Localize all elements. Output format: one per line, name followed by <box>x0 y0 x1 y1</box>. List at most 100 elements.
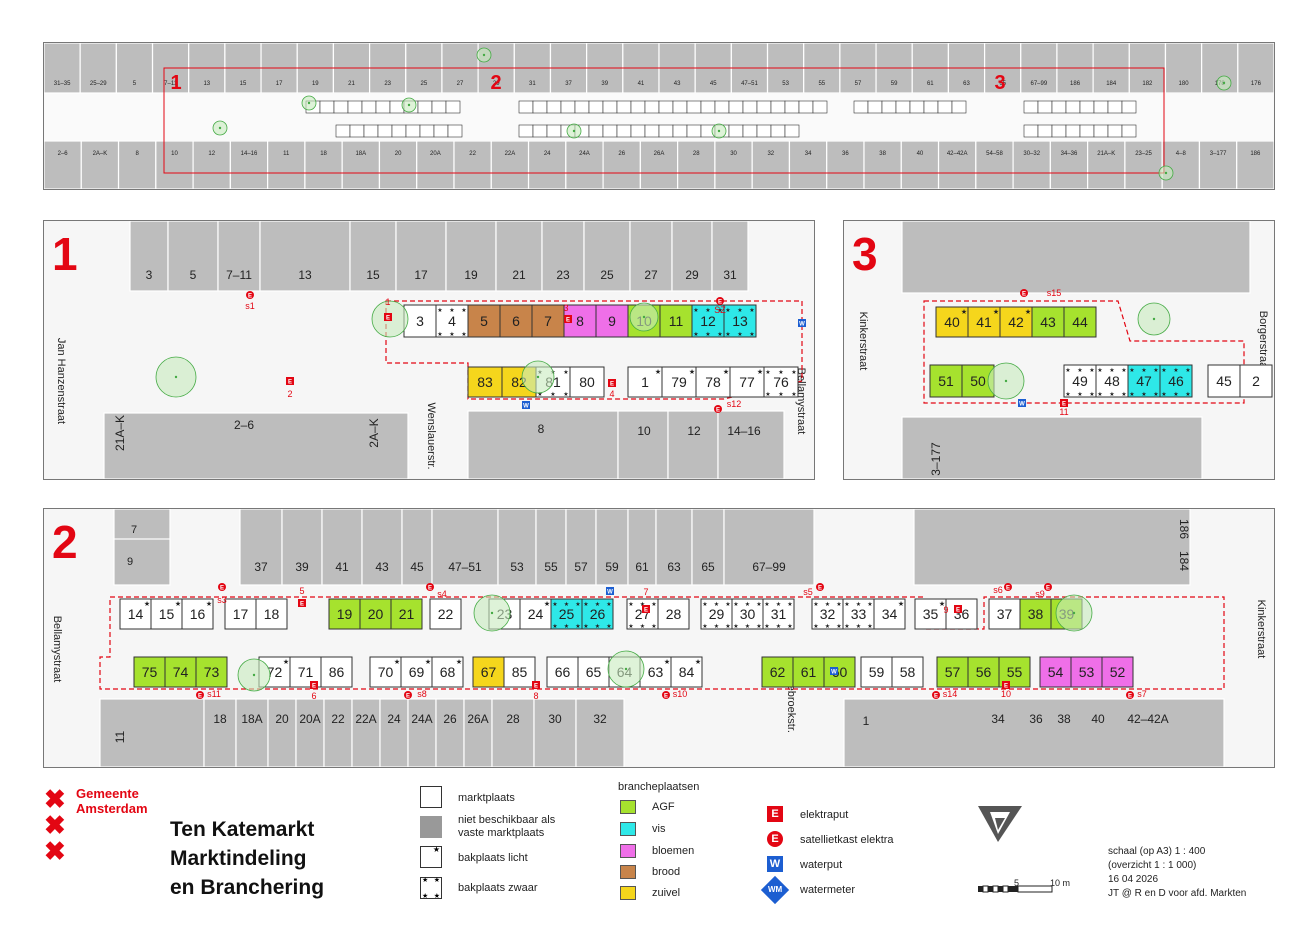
overview-stall <box>1079 100 1095 114</box>
elektraput-label: elektraput <box>800 809 849 821</box>
stall-number: 55 <box>1007 664 1023 680</box>
building <box>467 410 619 479</box>
overview-stall <box>756 124 772 138</box>
star-icon: ★ <box>993 308 999 316</box>
stall-number: 75 <box>142 664 158 680</box>
star-icon: ★ <box>825 601 830 608</box>
star-icon: ★ <box>702 623 707 630</box>
building-number: 21A–K <box>113 415 127 451</box>
building-number: 19 <box>464 268 478 282</box>
building-number: 59 <box>891 81 898 87</box>
star-icon: ★ <box>764 623 769 630</box>
building-number: 31–35 <box>54 81 71 87</box>
stall-number: 57 <box>945 664 961 680</box>
marker-label: s12 <box>727 399 742 409</box>
panel-3-label: 3 <box>852 228 878 280</box>
building <box>535 509 567 586</box>
building-number: 15 <box>366 268 380 282</box>
building-number: 9 <box>127 556 133 568</box>
marker-label: 9 <box>943 605 948 615</box>
building-number: 41 <box>335 560 349 574</box>
overview-stall <box>658 124 674 138</box>
satellietkast-icon <box>662 691 670 699</box>
marker-label: s8 <box>417 689 427 699</box>
stall-number: 38 <box>1028 606 1044 622</box>
org-name-line2: Amsterdam <box>76 801 148 816</box>
branche-zuivel-swatch <box>620 886 636 900</box>
icon-letter: E <box>956 608 960 614</box>
market-stall <box>119 598 152 630</box>
star-icon: ★ <box>787 623 792 630</box>
building-number: 22A <box>505 151 516 157</box>
stall-number: 24 <box>528 606 544 622</box>
building <box>490 140 530 189</box>
legend-marktplaats-swatch <box>420 786 442 808</box>
building <box>267 698 297 767</box>
market-stall <box>429 598 462 630</box>
tree-center <box>252 673 256 677</box>
overview-stall <box>812 100 828 114</box>
marker-label: s6 <box>993 585 1003 595</box>
stall-number: 47 <box>1136 373 1152 389</box>
stall-number: 76 <box>773 374 789 390</box>
stall-number: 4 <box>448 313 456 329</box>
building-number: 23–25 <box>1135 151 1152 157</box>
icon-letter: E <box>406 694 410 700</box>
stall-number: 33 <box>851 606 867 622</box>
waterput-icon <box>830 667 838 675</box>
star-icon: ★ <box>856 601 861 608</box>
building-number: 5 <box>190 268 197 282</box>
building-number: 26 <box>443 712 457 726</box>
market-stall <box>763 366 799 398</box>
star-icon: ★ <box>844 601 849 608</box>
street-name: Kinkerstraat <box>857 312 869 371</box>
star-icon: ★ <box>640 601 645 608</box>
cross-icon: ✖ <box>44 810 66 840</box>
star-icon: ★ <box>1161 391 1166 398</box>
star-icon: ★ <box>756 623 761 630</box>
building-number: 29 <box>685 268 699 282</box>
building-number: 28 <box>693 151 700 157</box>
legend-bak-licht-swatch: ★ <box>420 845 442 868</box>
star-icon: ★ <box>961 308 967 316</box>
legend-marktplaats-label: marktplaats <box>458 792 515 804</box>
stall-number: 2 <box>1252 373 1260 389</box>
building <box>491 698 535 767</box>
building-number: 4–8 <box>1176 151 1187 157</box>
market-stall <box>891 656 924 688</box>
marker-label: 1 <box>385 297 390 307</box>
star-icon: ★ <box>749 331 754 338</box>
star-icon: ★ <box>717 307 722 314</box>
star-icon: ★ <box>1129 367 1134 374</box>
building-number: 31 <box>529 81 536 87</box>
stall-number: 9 <box>608 313 616 329</box>
building-number: 47–51 <box>448 560 482 574</box>
icon-letter: W <box>1019 402 1025 408</box>
star-icon: ★ <box>1109 391 1114 398</box>
stall-number: 21 <box>399 606 415 622</box>
overview-stall <box>853 100 869 114</box>
star-icon: ★ <box>844 623 849 630</box>
stall-number: 18 <box>264 606 280 622</box>
icon-letter: W <box>607 590 613 596</box>
star-icon: ★ <box>144 600 150 608</box>
overview-stall <box>616 124 632 138</box>
stall-number: 62 <box>770 664 786 680</box>
building-number: 20 <box>275 712 289 726</box>
stall-number: 32 <box>820 606 836 622</box>
info-author: JT @ R en D voor afd. Markten <box>1108 888 1247 899</box>
overview-stall <box>349 124 365 138</box>
stall-number: 86 <box>329 664 345 680</box>
icon-letter: E <box>1046 586 1050 592</box>
building-number: 29 <box>493 81 500 87</box>
building-number: 57 <box>574 560 588 574</box>
marker-label: 11 <box>1059 407 1068 417</box>
star-icon: ★ <box>939 600 945 608</box>
overview-stall <box>602 100 618 114</box>
marker-label: 10 <box>1001 689 1011 699</box>
stall-number: 77 <box>739 374 755 390</box>
satellietkast-icon: E <box>767 831 783 847</box>
building <box>115 43 154 94</box>
star-icon: ★ <box>628 601 633 608</box>
